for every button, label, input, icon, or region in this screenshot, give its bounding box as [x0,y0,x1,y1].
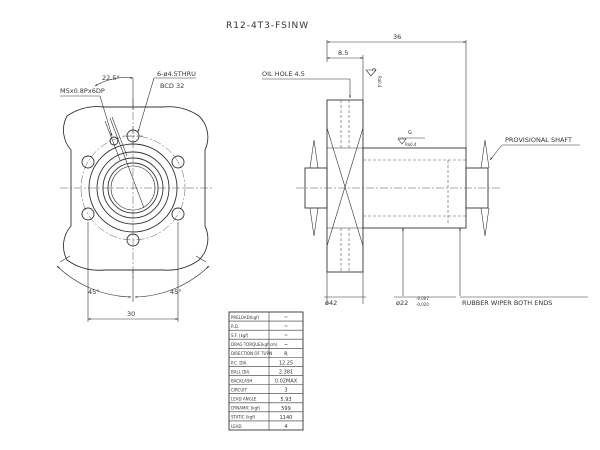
spec-row-label: DRAG TORQUE(kgf-cm) [231,342,278,347]
spec-row-value: 3 [284,388,287,394]
bcd-label: BCD 32 [160,82,184,90]
spec-table: PRELOAD(kgf) ~ R.D. ~ S.F. (kgf) ~ DRAG TORQUE… [228,311,304,431]
spec-row-value: 1140 [280,415,293,421]
angle-top-label: 22.5° [102,74,120,82]
finish-flange: Ra0.4 [377,76,382,88]
tolerance-upper: -0.007 [416,296,429,301]
spec-row-value: 599 [281,406,291,412]
thread-label: M5x0.8Px6DP [60,87,105,95]
spec-row-value: 4 [284,424,287,430]
spec-row-value: ~ [284,315,288,321]
body-diameter: ø22 [396,299,408,307]
provisional-shaft-label: PROVISIONAL SHAFT [505,136,572,144]
spec-row-value: 2.381 [279,370,293,376]
holes-label: 6-ø4.5THRU [157,70,196,78]
tolerance-lower: -0.020 [416,302,429,307]
spec-row-label: DIRECTION OF TURN [231,351,272,356]
bolt-hole [126,233,140,247]
side-view: C Ra0.4 G Ra0.4 36 8.5 OIL HOLE 4.5 PROV… [262,33,588,307]
spec-row-label: S.F. (kgf) [231,333,249,338]
finish-body: Ra0.4 [405,142,417,147]
front-view: M5x0.8Px6DP 22.5° 6-ø4.5THRU BCD 32 45° … [56,70,214,322]
spec-row-label: P.C. DIA. [231,360,248,365]
spec-row-label: R.D. [231,324,239,329]
spec-row-label: PRELOAD(kgf) [231,315,260,320]
spec-row-value: 0.02MAX [275,379,298,385]
spec-row-label: DYNAMIC (kgf) [231,406,261,411]
angle-left-label: 45° [88,288,100,296]
spec-row-value: ~ [284,342,288,348]
oil-hole-label: OIL HOLE 4.5 [262,70,305,78]
flange-diameter: ø42 [325,299,337,307]
spec-row-label: BALL DIA. [231,369,250,374]
spec-row-label: STATIC (kgf) [231,415,256,420]
flange-thickness-dimension: 8.5 [338,49,348,57]
spec-row-label: LEAD ANGLE [231,397,257,402]
length-dimension: 36 [393,33,401,41]
drawing-title: R12-4T3-FSINW [226,21,309,31]
bolt-hole [171,155,185,169]
spec-row-label: BACKLASH [231,378,252,383]
angle-right-label: 45° [170,288,182,296]
wiper-note: RUBBER WIPER BOTH ENDS [462,299,552,307]
spec-row-value: ~ [284,333,288,339]
spec-row-label: LEAD [231,424,242,429]
datum-body: G [408,130,412,136]
spec-row-value: 5.93 [280,397,291,403]
spec-row-label: CIRCUIT [231,387,247,392]
bolt-hole [81,155,95,169]
width-dimension: 30 [127,310,135,318]
spec-row-value: 12.25 [279,360,293,366]
bolt-hole [81,207,95,221]
spec-row-value: R [284,351,288,357]
spec-row-value: ~ [284,324,288,330]
bolt-hole [171,207,185,221]
